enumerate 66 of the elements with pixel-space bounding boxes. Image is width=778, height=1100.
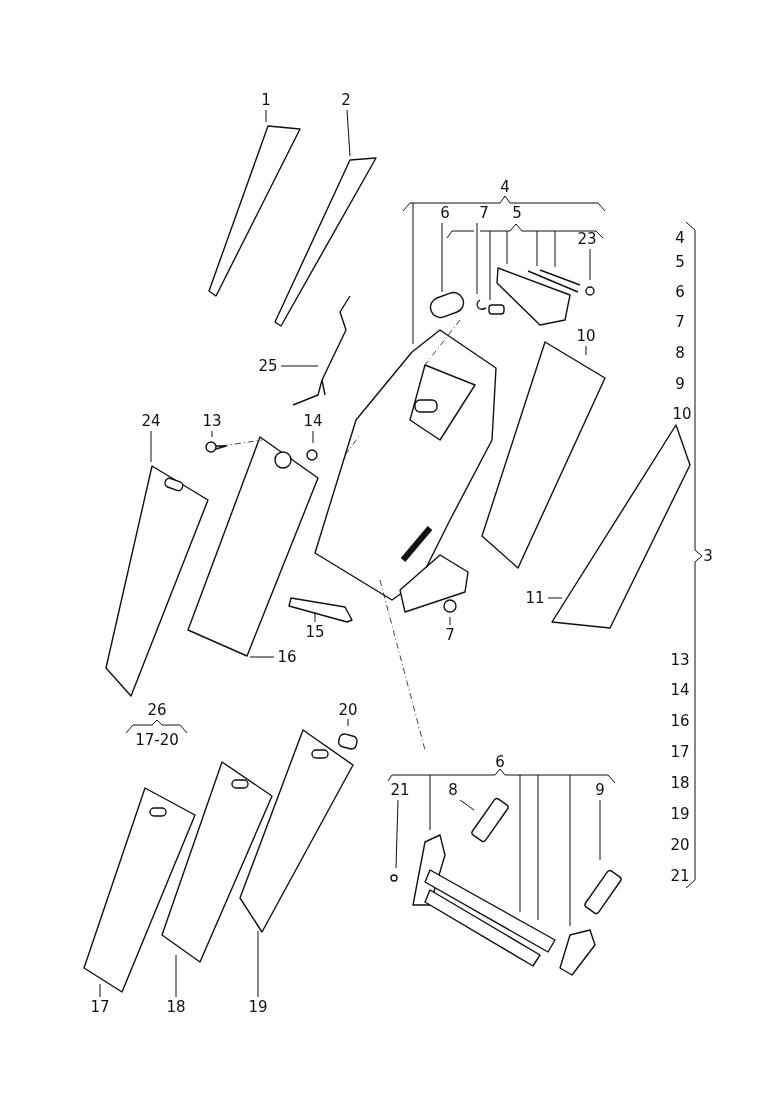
leader-line <box>589 248 591 281</box>
callout-number: 10 <box>576 328 596 344</box>
callout-number: 21 <box>670 868 690 884</box>
callout-number: 5 <box>512 205 522 221</box>
callout-number: 26 <box>147 702 167 718</box>
callout-number: 16 <box>277 649 297 665</box>
leader-line <box>265 109 267 123</box>
callout-number: 6 <box>675 284 685 300</box>
callout-number: 7 <box>479 205 489 221</box>
callout-number: 18 <box>670 775 690 791</box>
callout-number: 25 <box>258 358 278 374</box>
leader-line <box>395 799 399 869</box>
callout-number: 8 <box>675 345 685 361</box>
callout-number: 17 <box>90 999 110 1015</box>
leader-line <box>211 430 213 438</box>
leader-line <box>175 954 177 998</box>
callout-number: 18 <box>166 999 186 1015</box>
leader-line <box>249 656 275 658</box>
leader-line <box>547 597 563 599</box>
leader-line <box>314 611 316 623</box>
callout-number: 17-20 <box>135 732 179 748</box>
callout-number: 7 <box>445 627 455 643</box>
leader-line <box>387 768 616 927</box>
callout-number: 20 <box>670 837 690 853</box>
leader-line <box>459 799 475 811</box>
callout-number: 5 <box>675 254 685 270</box>
leader-line <box>257 930 259 998</box>
leader-line <box>585 345 587 356</box>
callout-number: 4 <box>500 179 510 195</box>
callout-number: 8 <box>448 782 458 798</box>
leader-line <box>441 222 443 293</box>
callout-number: 6 <box>495 754 505 770</box>
callout-number: 1 <box>261 92 271 108</box>
leader-line <box>402 195 606 345</box>
leader-line <box>347 718 349 727</box>
callout-number: 11 <box>525 590 545 606</box>
leader-line <box>312 430 314 444</box>
callout-number: 16 <box>670 713 690 729</box>
callout-number: 13 <box>202 413 222 429</box>
callout-number: 2 <box>341 92 351 108</box>
callout-number: 19 <box>248 999 268 1015</box>
callout-number: 20 <box>338 702 358 718</box>
callout-number: 24 <box>141 413 161 429</box>
leader-line <box>476 222 478 295</box>
leader-line <box>280 365 319 367</box>
leader-line <box>99 983 101 998</box>
callout-number: 21 <box>390 782 410 798</box>
callout-number: 19 <box>670 806 690 822</box>
callout-number: 6 <box>440 205 450 221</box>
callout-number: 9 <box>675 376 685 392</box>
leader-line <box>446 223 604 301</box>
callout-number: 4 <box>675 230 685 246</box>
callout-number: 7 <box>675 314 685 330</box>
leader-line <box>150 430 152 463</box>
callout-number: 9 <box>595 782 605 798</box>
callout-number: 17 <box>670 744 690 760</box>
callout-number: 10 <box>672 406 692 422</box>
leader-line <box>599 799 601 861</box>
callout-number: 23 <box>577 231 597 247</box>
leader-line <box>346 109 351 157</box>
callout-number: 3 <box>703 548 713 564</box>
callout-number: 14 <box>303 413 323 429</box>
callout-number: 14 <box>670 682 690 698</box>
leader-line <box>449 616 451 626</box>
callout-number: 15 <box>305 624 325 640</box>
callout-number: 13 <box>670 652 690 668</box>
